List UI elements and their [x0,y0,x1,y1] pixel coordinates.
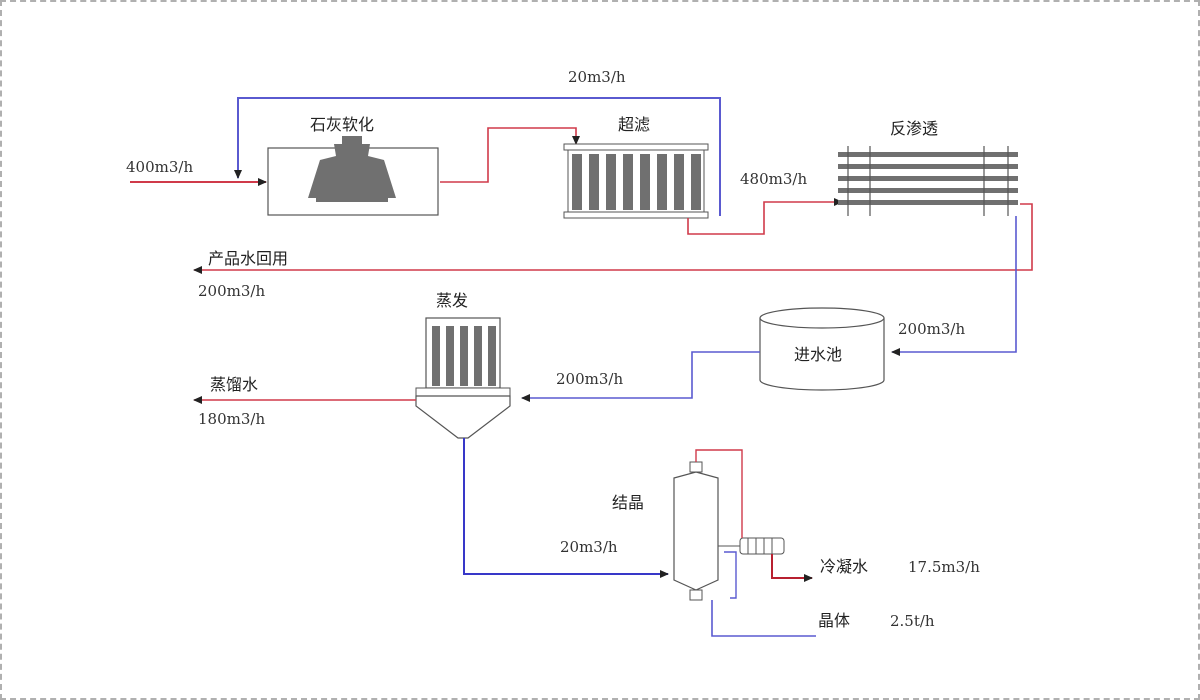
label-evaporation: 蒸发 [436,291,468,310]
label-product-water-reuse: 产品水回用 [208,249,288,268]
label-crystallization: 结晶 [612,493,644,512]
process-flow-diagram: 石灰软化 400m3/h 20m3/h 超滤 480m3/h 反渗透 [126,68,1033,637]
feed-tank [759,307,885,391]
evaporator-unit [415,317,511,439]
ultrafiltration-unit [563,143,709,219]
ro-to-tank-line [891,216,1017,356]
condensate-line [771,554,813,582]
filtration-to-ro-line [687,198,843,235]
label-ro-feed-flow: 480m3/h [740,170,807,188]
label-feed-tank: 进水池 [794,345,842,364]
label-condensate-flow: 17.5m3/h [908,558,980,576]
label-reverse-osmosis: 反渗透 [890,119,938,138]
label-distilled-flow: 180m3/h [198,410,265,428]
evaporator-to-crystallizer-line [463,438,669,578]
label-crystal-feed-flow: 20m3/h [560,538,618,556]
label-lime-softening: 石灰软化 [310,115,374,134]
tank-to-evaporator-line [521,351,760,402]
crystallizer-unit [673,461,785,601]
label-crystals-amount: 2.5t/h [890,612,935,630]
label-feed-tank-flow: 200m3/h [898,320,965,338]
reverse-osmosis-unit [838,146,1018,216]
product-water-line [193,203,1033,274]
label-crystals: 晶体 [818,611,850,630]
label-condensate: 冷凝水 [820,557,868,576]
crystals-line [711,600,816,637]
recycle-line [234,97,721,216]
softening-to-filtration-line [440,127,580,183]
label-recycle-flow: 20m3/h [568,68,626,86]
label-evap-feed-flow: 200m3/h [556,370,623,388]
crystallizer-return-line [724,551,737,599]
vapor-line [695,449,743,538]
diagram-canvas: 石灰软化 400m3/h 20m3/h 超滤 480m3/h 反渗透 [12,12,1188,688]
label-distilled-water: 蒸馏水 [210,375,258,394]
label-product-water-flow: 200m3/h [198,282,265,300]
label-inlet-flow: 400m3/h [126,158,193,176]
label-filtration: 超滤 [618,115,650,134]
lime-softening-unit [267,136,439,216]
